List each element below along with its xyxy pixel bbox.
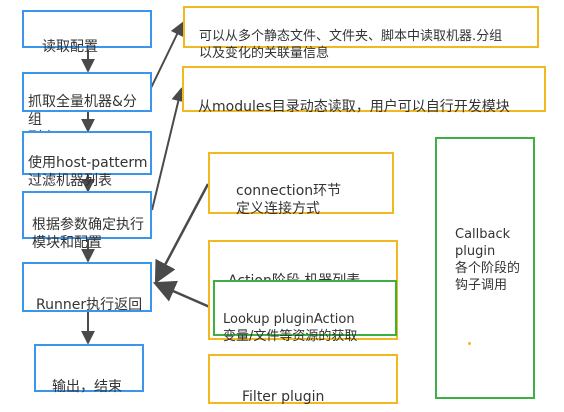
callback-plugin-text: Callback plugin 各个阶段的 钩子调用 (455, 227, 521, 293)
step-determine-module-label: 根据参数确定执行 模块和配置 (32, 217, 144, 251)
lookup-link-arrow (152, 280, 213, 310)
step-output-end-label: 输出，结束 (52, 379, 122, 395)
step-fetch-hosts: 抓取全量机器&分组 列表 (22, 72, 152, 146)
filter-plugin-text: Filter plugin (242, 389, 325, 405)
filter-plugin-box: Filter plugin (208, 354, 398, 405)
step-host-pattern-label: 使用host-patterm 过滤机器列表 (28, 155, 148, 189)
step-runner-label: Runner执行返回 (36, 297, 143, 313)
modules-note: 从modules目录动态读取，用户可以自行开发模块 (182, 66, 546, 115)
step-host-pattern: 使用host-patterm 过滤机器列表 (22, 131, 152, 189)
lookup-plugin-box: Lookup pluginAction 变量/文件等资源的获取 (213, 280, 397, 344)
lookup-plugin-text: Lookup pluginAction 变量/文件等资源的获取 (223, 312, 358, 344)
callback-marker-dot (468, 342, 471, 345)
inventory-link-arrow (149, 21, 184, 91)
connection-note: connection环节 定义连接方式 (208, 152, 394, 217)
modules-link-arrow (151, 87, 186, 211)
step-determine-module: 根据参数确定执行 模块和配置 (22, 191, 152, 251)
connection-note-text: connection环节 定义连接方式 (236, 183, 342, 217)
inventory-note-text: 可以从多个静态文件、文件夹、脚本中读取机器.分组 以及变化的关联量信息 (199, 29, 503, 61)
connection-link-arrow (154, 183, 210, 284)
modules-note-text: 从modules目录动态读取，用户可以自行开发模块 (198, 99, 510, 115)
step-output-end: 输出，结束 (34, 344, 144, 395)
step-read-config: 读取配置 (22, 10, 152, 55)
inventory-note: 可以从多个静态文件、文件夹、脚本中读取机器.分组 以及变化的关联量信息 (183, 6, 539, 61)
callback-plugin-box: Callback plugin 各个阶段的 钩子调用 (435, 137, 535, 399)
step-runner: Runner执行返回 (22, 262, 152, 313)
step-read-config-label: 读取配置 (42, 39, 98, 55)
